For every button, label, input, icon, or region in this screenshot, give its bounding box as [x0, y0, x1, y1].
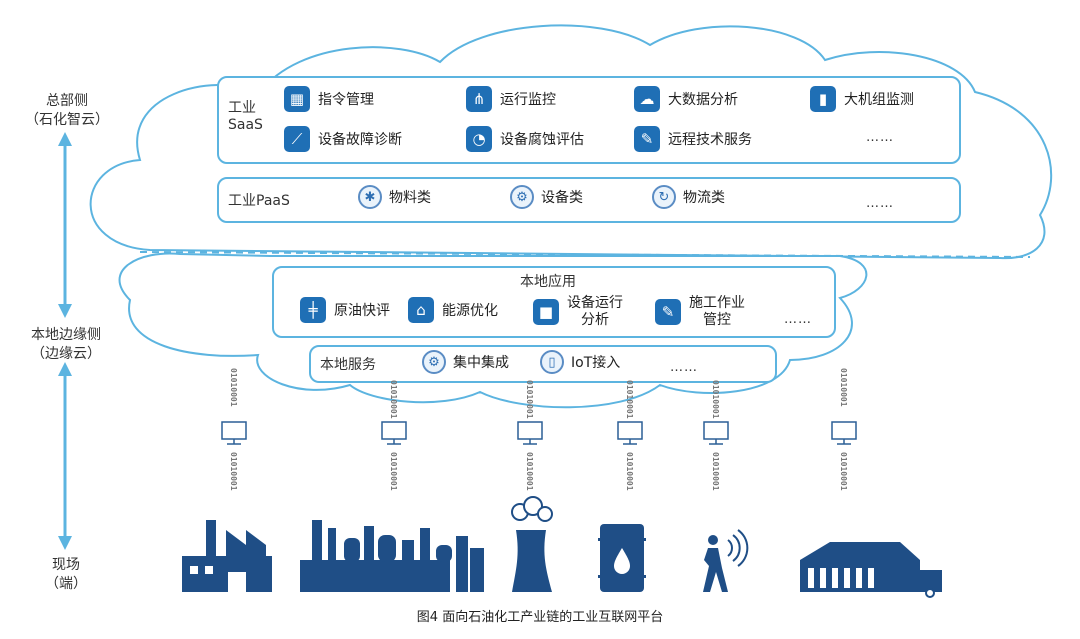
line-chart-icon: ⟋	[284, 126, 310, 152]
saas-item-label: 大机组监测	[844, 92, 914, 108]
saas-item-monitor[interactable]: ⋔ 运行监控	[466, 86, 556, 112]
hierarchy-icon: ⋔	[466, 86, 492, 112]
paas-item-label: 物流类	[683, 190, 725, 206]
paas-panel	[217, 177, 961, 223]
local-service-item-label: IoT接入	[571, 355, 621, 371]
logistics-icon: ↻	[652, 185, 676, 209]
monitor-icons	[221, 421, 857, 445]
oil-barrel-icon	[598, 524, 646, 592]
binary-stream: 01010001	[525, 380, 534, 419]
binary-stream: 01010001	[839, 452, 848, 491]
worker-signal-icon	[703, 529, 749, 592]
local-app-item-label: 施工作业 管控	[689, 295, 745, 328]
saas-item-corrosion[interactable]: ◔ 设备腐蚀评估	[466, 126, 584, 152]
binary-stream: 01010001	[711, 452, 720, 491]
binary-stream: 01010001	[839, 368, 848, 407]
paas-item-logistics[interactable]: ↻ 物流类	[652, 185, 725, 209]
saas-item-label: 大数据分析	[668, 92, 738, 108]
factory-building-icon	[182, 520, 272, 592]
local-service-integration[interactable]: ⚙ 集中集成	[422, 350, 509, 374]
hq-side-label: 总部侧 （石化智云）	[22, 92, 112, 130]
binary-stream: 01010001	[625, 380, 634, 419]
local-app-item-label: 设备运行 分析	[567, 295, 623, 328]
local-app-item-label: 原油快评	[334, 303, 390, 319]
binary-stream: 01010001	[229, 452, 238, 491]
signpost-icon: ╪	[300, 297, 326, 323]
hq-side-subtitle: （石化智云）	[25, 112, 109, 128]
factory-icons	[182, 496, 942, 598]
field-side-subtitle: （端）	[45, 576, 87, 592]
pie-chart-icon: ◔	[466, 126, 492, 152]
hq-side-title: 总部侧	[46, 93, 88, 109]
binary-stream: 01010001	[625, 452, 634, 491]
map-icon: ▦	[284, 86, 310, 112]
paas-item-label: 物料类	[389, 190, 431, 206]
local-app-energy[interactable]: ⌂ 能源优化	[408, 297, 498, 323]
edge-side-title: 本地边缘侧	[31, 327, 101, 343]
binary-stream: 01010001	[525, 452, 534, 491]
cloud-icon: ☁	[634, 86, 660, 112]
edge-side-label: 本地边缘侧 （边缘云）	[14, 326, 118, 364]
saas-item-fault[interactable]: ⟋ 设备故障诊断	[284, 126, 402, 152]
local-app-equipment-analysis[interactable]: ■ 设备运行 分析	[533, 295, 623, 329]
bank-icon: ⌂	[408, 297, 434, 323]
cooling-tower-icon	[511, 496, 553, 592]
saas-item-label: 设备腐蚀评估	[500, 132, 584, 148]
warehouse-icon	[800, 542, 942, 598]
paas-item-material[interactable]: ✱ 物料类	[358, 185, 431, 209]
paas-item-equipment[interactable]: ⚙ 设备类	[510, 185, 583, 209]
saas-item-command[interactable]: ▦ 指令管理	[284, 86, 374, 112]
pencil-icon: ✎	[655, 299, 681, 325]
saas-item-label: 远程技术服务	[668, 132, 752, 148]
binary-stream: 01010001	[711, 380, 720, 419]
local-app-construction[interactable]: ✎ 施工作业 管控	[655, 295, 745, 329]
binary-stream: 01010001	[229, 368, 238, 407]
saas-label: 工业 SaaS	[228, 100, 263, 134]
local-service-iot[interactable]: ▯ IoT接入	[540, 350, 620, 374]
binary-stream: 01010001	[389, 452, 398, 491]
paas-item-label: 设备类	[541, 190, 583, 206]
saas-item-label: 指令管理	[318, 92, 374, 108]
saas-more: ……	[866, 130, 894, 145]
saas-item-unit-monitor[interactable]: ▮ 大机组监测	[810, 86, 914, 112]
gears-icon: ⚙	[422, 350, 446, 374]
bar-chart-icon: ▮	[810, 86, 836, 112]
saas-item-label: 运行监控	[500, 92, 556, 108]
field-side-title: 现场	[52, 557, 80, 573]
local-app-crude-eval[interactable]: ╪ 原油快评	[300, 297, 390, 323]
figure-caption: 图4 面向石油化工产业链的工业互联网平台	[416, 610, 664, 625]
saas-panel	[217, 76, 961, 164]
local-service-label: 本地服务	[320, 357, 376, 373]
local-app-item-label: 能源优化	[442, 303, 498, 319]
saas-item-label: 设备故障诊断	[318, 132, 402, 148]
saas-item-bigdata[interactable]: ☁ 大数据分析	[634, 86, 738, 112]
local-service-item-label: 集中集成	[453, 355, 509, 371]
field-side-label: 现场 （端）	[30, 556, 102, 594]
local-service-more: ……	[670, 360, 698, 375]
saas-label-line1: 工业	[228, 100, 256, 116]
local-app-more: ……	[784, 312, 812, 327]
vertical-arrows	[58, 132, 72, 550]
saas-label-line2: SaaS	[228, 117, 263, 133]
material-icon: ✱	[358, 185, 382, 209]
refinery-icon	[300, 520, 484, 592]
edge-side-subtitle: （边缘云）	[31, 346, 101, 362]
local-app-title: 本地应用	[520, 274, 576, 290]
pin-icon: ✎	[634, 126, 660, 152]
iot-icon: ▯	[540, 350, 564, 374]
separator-line	[139, 251, 1031, 258]
video-icon: ■	[533, 299, 559, 325]
saas-item-remote[interactable]: ✎ 远程技术服务	[634, 126, 752, 152]
binary-stream: 01010001	[389, 380, 398, 419]
paas-more: ……	[866, 196, 894, 211]
paas-label: 工业PaaS	[228, 193, 290, 209]
gear-icon: ⚙	[510, 185, 534, 209]
